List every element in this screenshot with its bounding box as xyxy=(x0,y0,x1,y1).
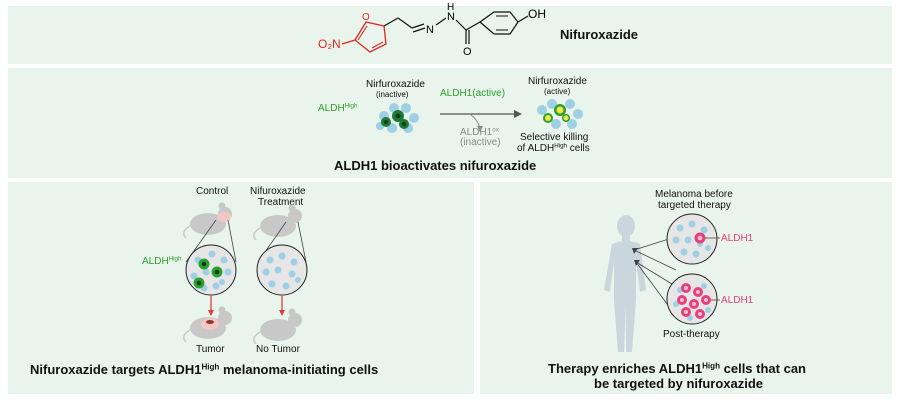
aldh1-label-bottom: ALDH1 xyxy=(721,295,754,306)
aldh1-label-top: ALDH1 xyxy=(721,233,754,244)
inactive-drug-state: (inactive) xyxy=(376,90,409,99)
therapy-caption-prefix: Therapy enriches ALDH1 xyxy=(548,361,703,376)
selective-killing-sup: High xyxy=(554,142,567,150)
mouse-aldh-high-sup: High xyxy=(168,255,182,263)
treatment-mouse-top xyxy=(253,204,302,241)
therapy-caption-suffix: cells that can xyxy=(720,361,806,376)
nifuroxazide-structure: O₂N O N N H O OH xyxy=(318,2,546,58)
treatment-mouse-bottom xyxy=(253,308,302,345)
structure-panel xyxy=(8,6,892,64)
therapy-caption-sup: High xyxy=(702,361,721,371)
before-therapy-line1: Melanoma before xyxy=(655,189,733,200)
mouse-caption-prefix: Nifuroxazide targets ALDH1 xyxy=(30,362,202,377)
selective-killing-prefix: of ALDH xyxy=(517,143,555,154)
amine-hydrogen-label: H xyxy=(447,2,454,13)
no-tumor-label: No Tumor xyxy=(256,344,300,355)
selective-killing-line1: Selective killing xyxy=(520,132,589,143)
therapy-caption-line2: be targeted by nifuroxazide xyxy=(594,376,764,391)
compound-title: Nifuroxazide xyxy=(560,27,639,42)
furan-oxygen-label: O xyxy=(362,12,370,23)
mechanism-panel xyxy=(8,68,892,178)
inactive-cell-cluster xyxy=(376,103,419,133)
mouse-experiment-panel xyxy=(8,182,474,394)
active-drug-name: Nirfuroxazide xyxy=(528,76,587,87)
mechanism-caption: ALDH1 bioactivates nifuroxazide xyxy=(334,158,537,173)
control-label: Control xyxy=(196,186,229,197)
mouse-caption-suffix: melanoma-initiating cells xyxy=(219,362,379,377)
mouse-aldh-high-label: ALDHHigh xyxy=(142,256,181,267)
mouse-caption: Nifuroxazide targets ALDH1High melanoma-… xyxy=(30,362,378,377)
treatment-label-line2: Treatment xyxy=(258,197,304,208)
aldh-high-text: ALDH xyxy=(318,103,345,114)
inactive-drug-name: Nirfuroxazide xyxy=(366,79,425,90)
before-therapy-line2: targeted therapy xyxy=(658,200,731,211)
selective-killing-line2: of ALDHHigh cells xyxy=(517,143,590,154)
oxidized-enzyme-label: ALDH1ox xyxy=(460,127,499,138)
treatment-label-line1: Nifuroxazide xyxy=(250,186,306,197)
therapy-caption-line1: Therapy enriches ALDH1High cells that ca… xyxy=(548,361,806,376)
human-silhouette xyxy=(604,215,646,352)
enzyme-label: ALDH1(active) xyxy=(440,88,506,99)
oxidized-enzyme-state: (inactive) xyxy=(460,137,501,148)
control-mouse-top xyxy=(183,202,232,239)
post-therapy-label: Post-therapy xyxy=(663,329,720,340)
tumor-label: Tumor xyxy=(196,344,225,355)
mouse-aldh-high-text: ALDH xyxy=(142,256,169,267)
oxidized-enzyme-sup: ox xyxy=(492,126,499,134)
hydroxyl-group-label: OH xyxy=(528,7,546,21)
carbonyl-oxygen-label: O xyxy=(463,46,472,58)
aldh-high-label: ALDHHigh xyxy=(318,103,357,114)
reaction-arrow xyxy=(440,110,522,132)
oxidized-enzyme-text: ALDH1 xyxy=(460,127,493,138)
amine-nitrogen-label: N xyxy=(447,11,455,23)
mouse-caption-sup: High xyxy=(201,362,220,372)
active-cell-cluster xyxy=(537,99,583,129)
aldh-high-sup: High xyxy=(344,102,358,110)
selective-killing-suffix: cells xyxy=(566,143,590,154)
nitro-group-label: O₂N xyxy=(318,37,341,51)
control-mouse-bottom xyxy=(183,306,232,343)
active-drug-state: (active) xyxy=(544,87,571,96)
imine-nitrogen-label: N xyxy=(426,24,434,36)
